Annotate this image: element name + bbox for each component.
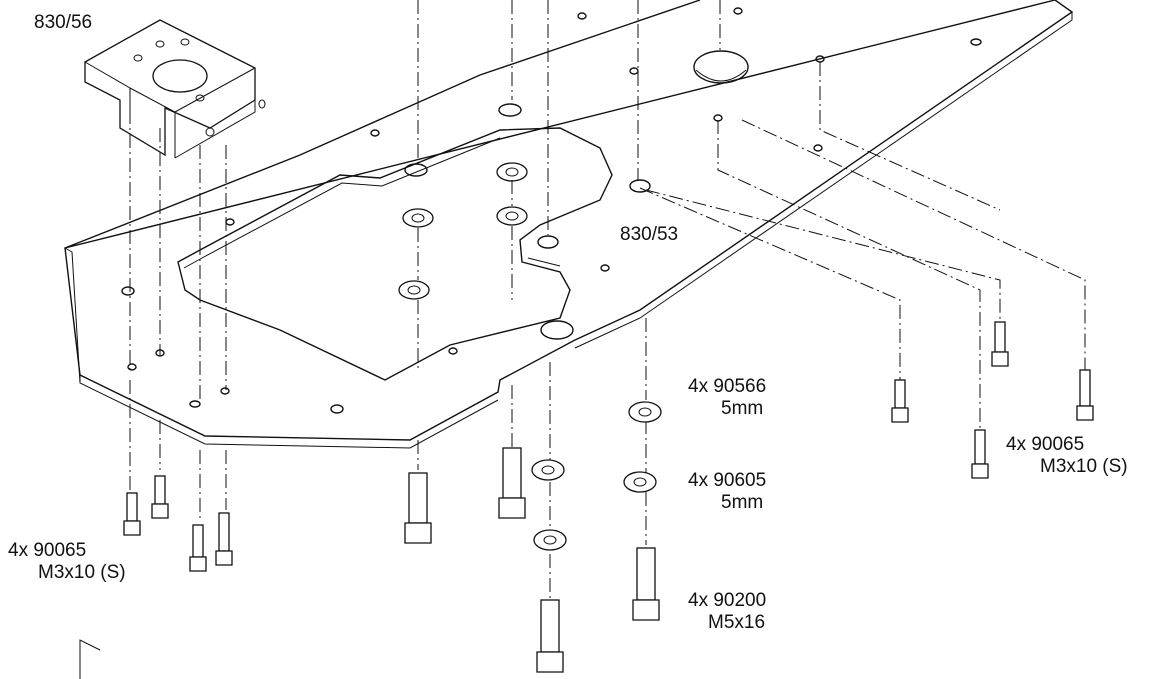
callout-left-screws: 4x 90065 M3x10 (S) bbox=[8, 540, 126, 584]
callout-washer-size: 5mm bbox=[721, 398, 764, 419]
screw-left-2 bbox=[151, 475, 169, 519]
screw-left-4 bbox=[215, 512, 233, 566]
screw-right-1 bbox=[891, 379, 909, 423]
screw-right-4 bbox=[1076, 369, 1094, 421]
mount-block-830-56 bbox=[84, 19, 266, 159]
callout-lockwasher-qty: 4x 90605 bbox=[688, 470, 767, 491]
washers-below bbox=[531, 401, 662, 551]
callout-right-screws-size: M3x10 (S) bbox=[1040, 456, 1128, 477]
screw-left-3 bbox=[189, 524, 207, 572]
base-plate-830-53 bbox=[64, 0, 1074, 449]
callout-m5-screws: 4x 90200 M5x16 bbox=[688, 590, 766, 634]
screw-right-3 bbox=[971, 429, 989, 479]
callout-washer-qty: 4x 90566 bbox=[688, 376, 767, 397]
callout-right-screws: 4x 90065 M3x10 (S) bbox=[1006, 434, 1128, 478]
callout-right-screws-qty: 4x 90065 bbox=[1006, 434, 1085, 455]
screw-m5-3 bbox=[536, 599, 564, 673]
screws bbox=[123, 321, 1094, 673]
label-mount-part: 830/56 bbox=[34, 12, 93, 33]
callout-washer: 4x 90566 5mm bbox=[688, 376, 766, 420]
corner-mark bbox=[79, 639, 101, 679]
screw-right-2 bbox=[991, 321, 1009, 367]
screw-m5-4 bbox=[632, 547, 660, 621]
callout-left-screws-qty: 4x 90065 bbox=[8, 540, 87, 561]
assembly-center-lines bbox=[129, 0, 1086, 600]
screw-m5-1 bbox=[404, 472, 432, 544]
callout-lockwasher: 4x 90605 5mm bbox=[688, 470, 766, 514]
screw-m5-2 bbox=[498, 447, 526, 519]
label-plate-part: 830/53 bbox=[620, 224, 679, 245]
callout-left-screws-size: M3x10 (S) bbox=[38, 562, 126, 583]
screw-left-1 bbox=[123, 492, 141, 536]
callout-m5-screws-qty: 4x 90200 bbox=[688, 590, 767, 611]
callout-lockwasher-size: 5mm bbox=[721, 492, 764, 513]
callout-m5-screws-size: M5x16 bbox=[708, 612, 766, 633]
